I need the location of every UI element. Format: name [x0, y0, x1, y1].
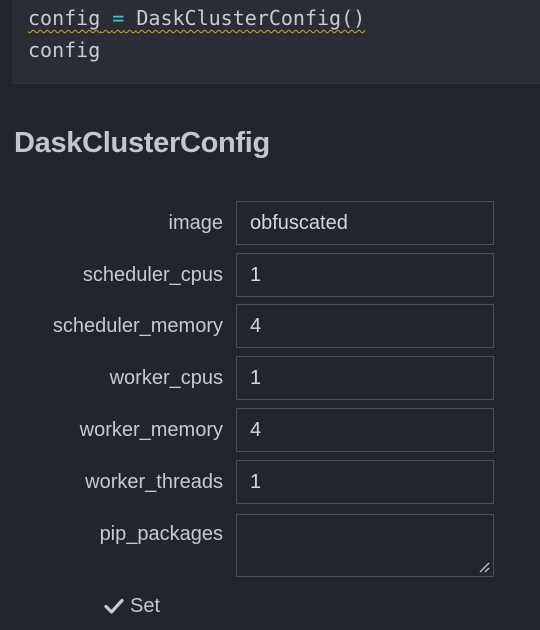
resize-grip-icon[interactable] — [478, 561, 490, 573]
field-label-image: image — [168, 212, 223, 234]
form-row-worker-threads: worker_threads — [0, 460, 540, 504]
worker-threads-input[interactable] — [236, 460, 494, 504]
worker-cpus-input[interactable] — [236, 356, 494, 400]
form-row-image: image — [0, 201, 540, 245]
form-row-worker-cpus: worker_cpus — [0, 356, 540, 400]
set-button-label: Set — [130, 594, 161, 617]
field-label-scheduler-memory: scheduler_memory — [52, 315, 223, 337]
form-row-pip-packages: pip_packages — [0, 514, 540, 577]
check-icon — [104, 598, 124, 614]
code-call: DaskClusterConfig() — [136, 6, 366, 30]
image-input[interactable] — [236, 201, 494, 245]
form-row-scheduler-memory: scheduler_memory — [0, 304, 540, 348]
field-label-worker-cpus: worker_cpus — [109, 367, 223, 389]
code-line-1: config = DaskClusterConfig() — [28, 5, 365, 31]
form-row-worker-memory: worker_memory — [0, 408, 540, 452]
pip-packages-textarea[interactable] — [236, 514, 494, 577]
scheduler-memory-input[interactable] — [236, 304, 494, 348]
code-line-2: config — [28, 38, 101, 62]
code-var: config — [28, 6, 101, 30]
code-cell[interactable]: config = DaskClusterConfig() config — [12, 0, 540, 84]
worker-memory-input[interactable] — [236, 408, 494, 452]
widget-title: DaskClusterConfig — [14, 127, 270, 159]
field-label-pip-packages: pip_packages — [99, 523, 223, 545]
scheduler-cpus-input[interactable] — [236, 253, 494, 297]
field-label-worker-threads: worker_threads — [85, 471, 223, 493]
code-operator: = — [112, 6, 125, 30]
form-row-scheduler-cpus: scheduler_cpus — [0, 253, 540, 297]
set-button[interactable]: Set — [96, 588, 168, 624]
field-label-worker-memory: worker_memory — [79, 419, 223, 441]
field-label-scheduler-cpus: scheduler_cpus — [82, 264, 223, 286]
